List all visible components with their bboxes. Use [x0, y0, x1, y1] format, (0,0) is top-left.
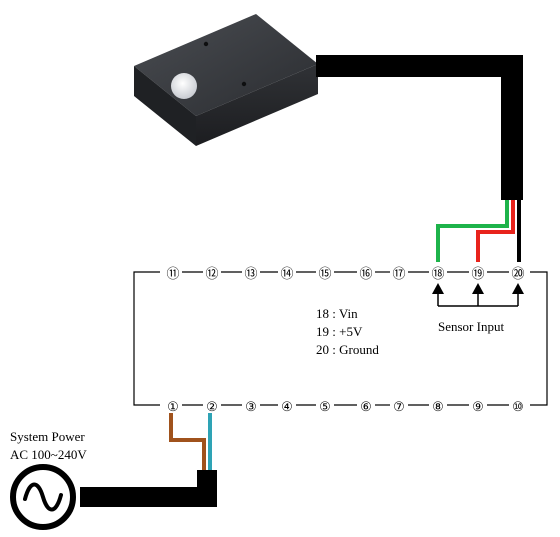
- pin-legend-5v: 19 : +5V: [316, 324, 363, 339]
- bottom-row-terminal: ③: [245, 399, 257, 414]
- bottom-row-terminal: ⑥: [360, 399, 372, 414]
- top-row-terminal: ⑱: [431, 266, 444, 281]
- bottom-row-terminal: ⑤: [319, 399, 331, 414]
- bottom-row-terminal: ⑦: [393, 399, 405, 414]
- wire-red: [476, 200, 515, 262]
- power-cable: [80, 470, 217, 507]
- bottom-row-terminal: ⑧: [432, 399, 444, 414]
- pin-legend-vin: 18 : Vin: [316, 306, 358, 321]
- sensor-input-label: Sensor Input: [438, 319, 504, 334]
- bottom-row-terminal: ④: [281, 399, 293, 414]
- power-voltage-label: AC 100~240V: [10, 447, 87, 462]
- terminal-frame: [133, 271, 548, 406]
- bottom-row-terminal: ①: [167, 399, 179, 414]
- top-row-terminal: ⑪: [166, 266, 179, 281]
- wire-brown: [169, 413, 206, 475]
- top-row-terminal: ⑲: [471, 266, 484, 281]
- sensor-lens: [171, 73, 197, 99]
- top-row-terminal: ⑭: [280, 266, 293, 281]
- top-row-terminal: ⑫: [205, 266, 218, 281]
- sensor-module: [134, 14, 318, 146]
- ac-source-symbol: [10, 464, 76, 530]
- top-row-terminal: ⑳: [511, 266, 524, 281]
- wire-green: [436, 200, 509, 262]
- bottom-row-terminal: ②: [206, 399, 218, 414]
- pin-legend-ground: 20 : Ground: [316, 342, 379, 357]
- bottom-row-terminal: ⑨: [472, 399, 484, 414]
- top-row-terminal: ⑰: [392, 266, 405, 281]
- top-row-terminal: ⑯: [359, 266, 372, 281]
- top-row-terminal: ⑮: [318, 266, 331, 281]
- terminal-row-bottom: ① ② ③ ④ ⑤ ⑥ ⑦ ⑧ ⑨ ⑩: [167, 399, 524, 414]
- power-label: System Power: [10, 429, 85, 444]
- terminal-row-top: ⑪ ⑫ ⑬ ⑭ ⑮ ⑯ ⑰ ⑱ ⑲ ⑳: [166, 266, 524, 281]
- sensor-input-arrows: [432, 283, 524, 307]
- sensor-cable: [316, 55, 523, 200]
- top-row-terminal: ⑬: [244, 266, 257, 281]
- bottom-row-terminal: ⑩: [512, 399, 524, 414]
